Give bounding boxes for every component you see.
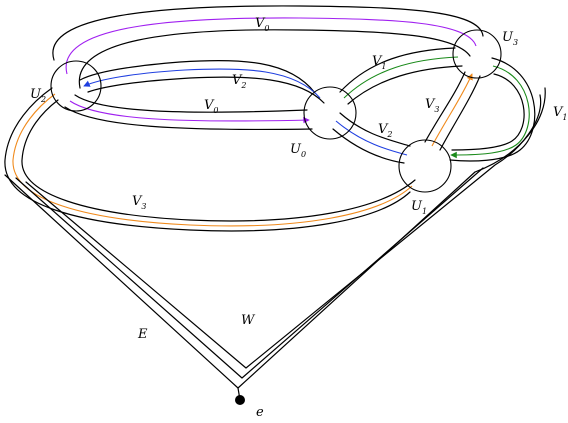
label-base-point-e: e bbox=[256, 405, 264, 420]
label-v3-right: V3 bbox=[425, 97, 439, 114]
label-v2-right: V2 bbox=[378, 122, 392, 139]
band-v1 bbox=[339, 47, 536, 162]
band-v3-bottom-core bbox=[12, 93, 413, 227]
label-v0-top: V0 bbox=[255, 16, 269, 33]
band-v2-top-core bbox=[83, 68, 321, 99]
band-v2-right-core bbox=[335, 120, 408, 156]
label-region-e: E bbox=[137, 327, 148, 342]
label-u1: U1 bbox=[411, 199, 427, 216]
node-u1[interactable] bbox=[398, 139, 452, 193]
label-region-w: W bbox=[241, 313, 256, 328]
label-v0-mid: V0 bbox=[204, 98, 218, 115]
node-u0[interactable] bbox=[303, 86, 357, 140]
outer-vee-band bbox=[4, 87, 546, 401]
band-v3 bbox=[4, 71, 481, 232]
band-v0-top-core bbox=[65, 17, 477, 75]
node-u2[interactable] bbox=[50, 60, 102, 112]
label-v1-a: V1 bbox=[372, 54, 386, 71]
base-point-e[interactable] bbox=[235, 395, 245, 405]
band-v1-right-core bbox=[450, 65, 530, 159]
band-v0-top bbox=[52, 5, 484, 89]
band-v0-mid-core bbox=[69, 100, 310, 124]
label-v2-top: V2 bbox=[232, 73, 246, 90]
label-u2: U2 bbox=[30, 87, 46, 104]
band-v1-upper-core bbox=[343, 56, 459, 99]
band-v2 bbox=[79, 59, 411, 164]
label-v3-bottom: V3 bbox=[132, 194, 146, 211]
band-v0-mid bbox=[64, 94, 313, 131]
label-u0: U0 bbox=[290, 142, 306, 159]
band-v3-right-core bbox=[431, 73, 473, 147]
label-v1-b: V1 bbox=[553, 105, 567, 122]
node-u3[interactable] bbox=[452, 29, 502, 79]
label-u3: U3 bbox=[502, 30, 518, 47]
